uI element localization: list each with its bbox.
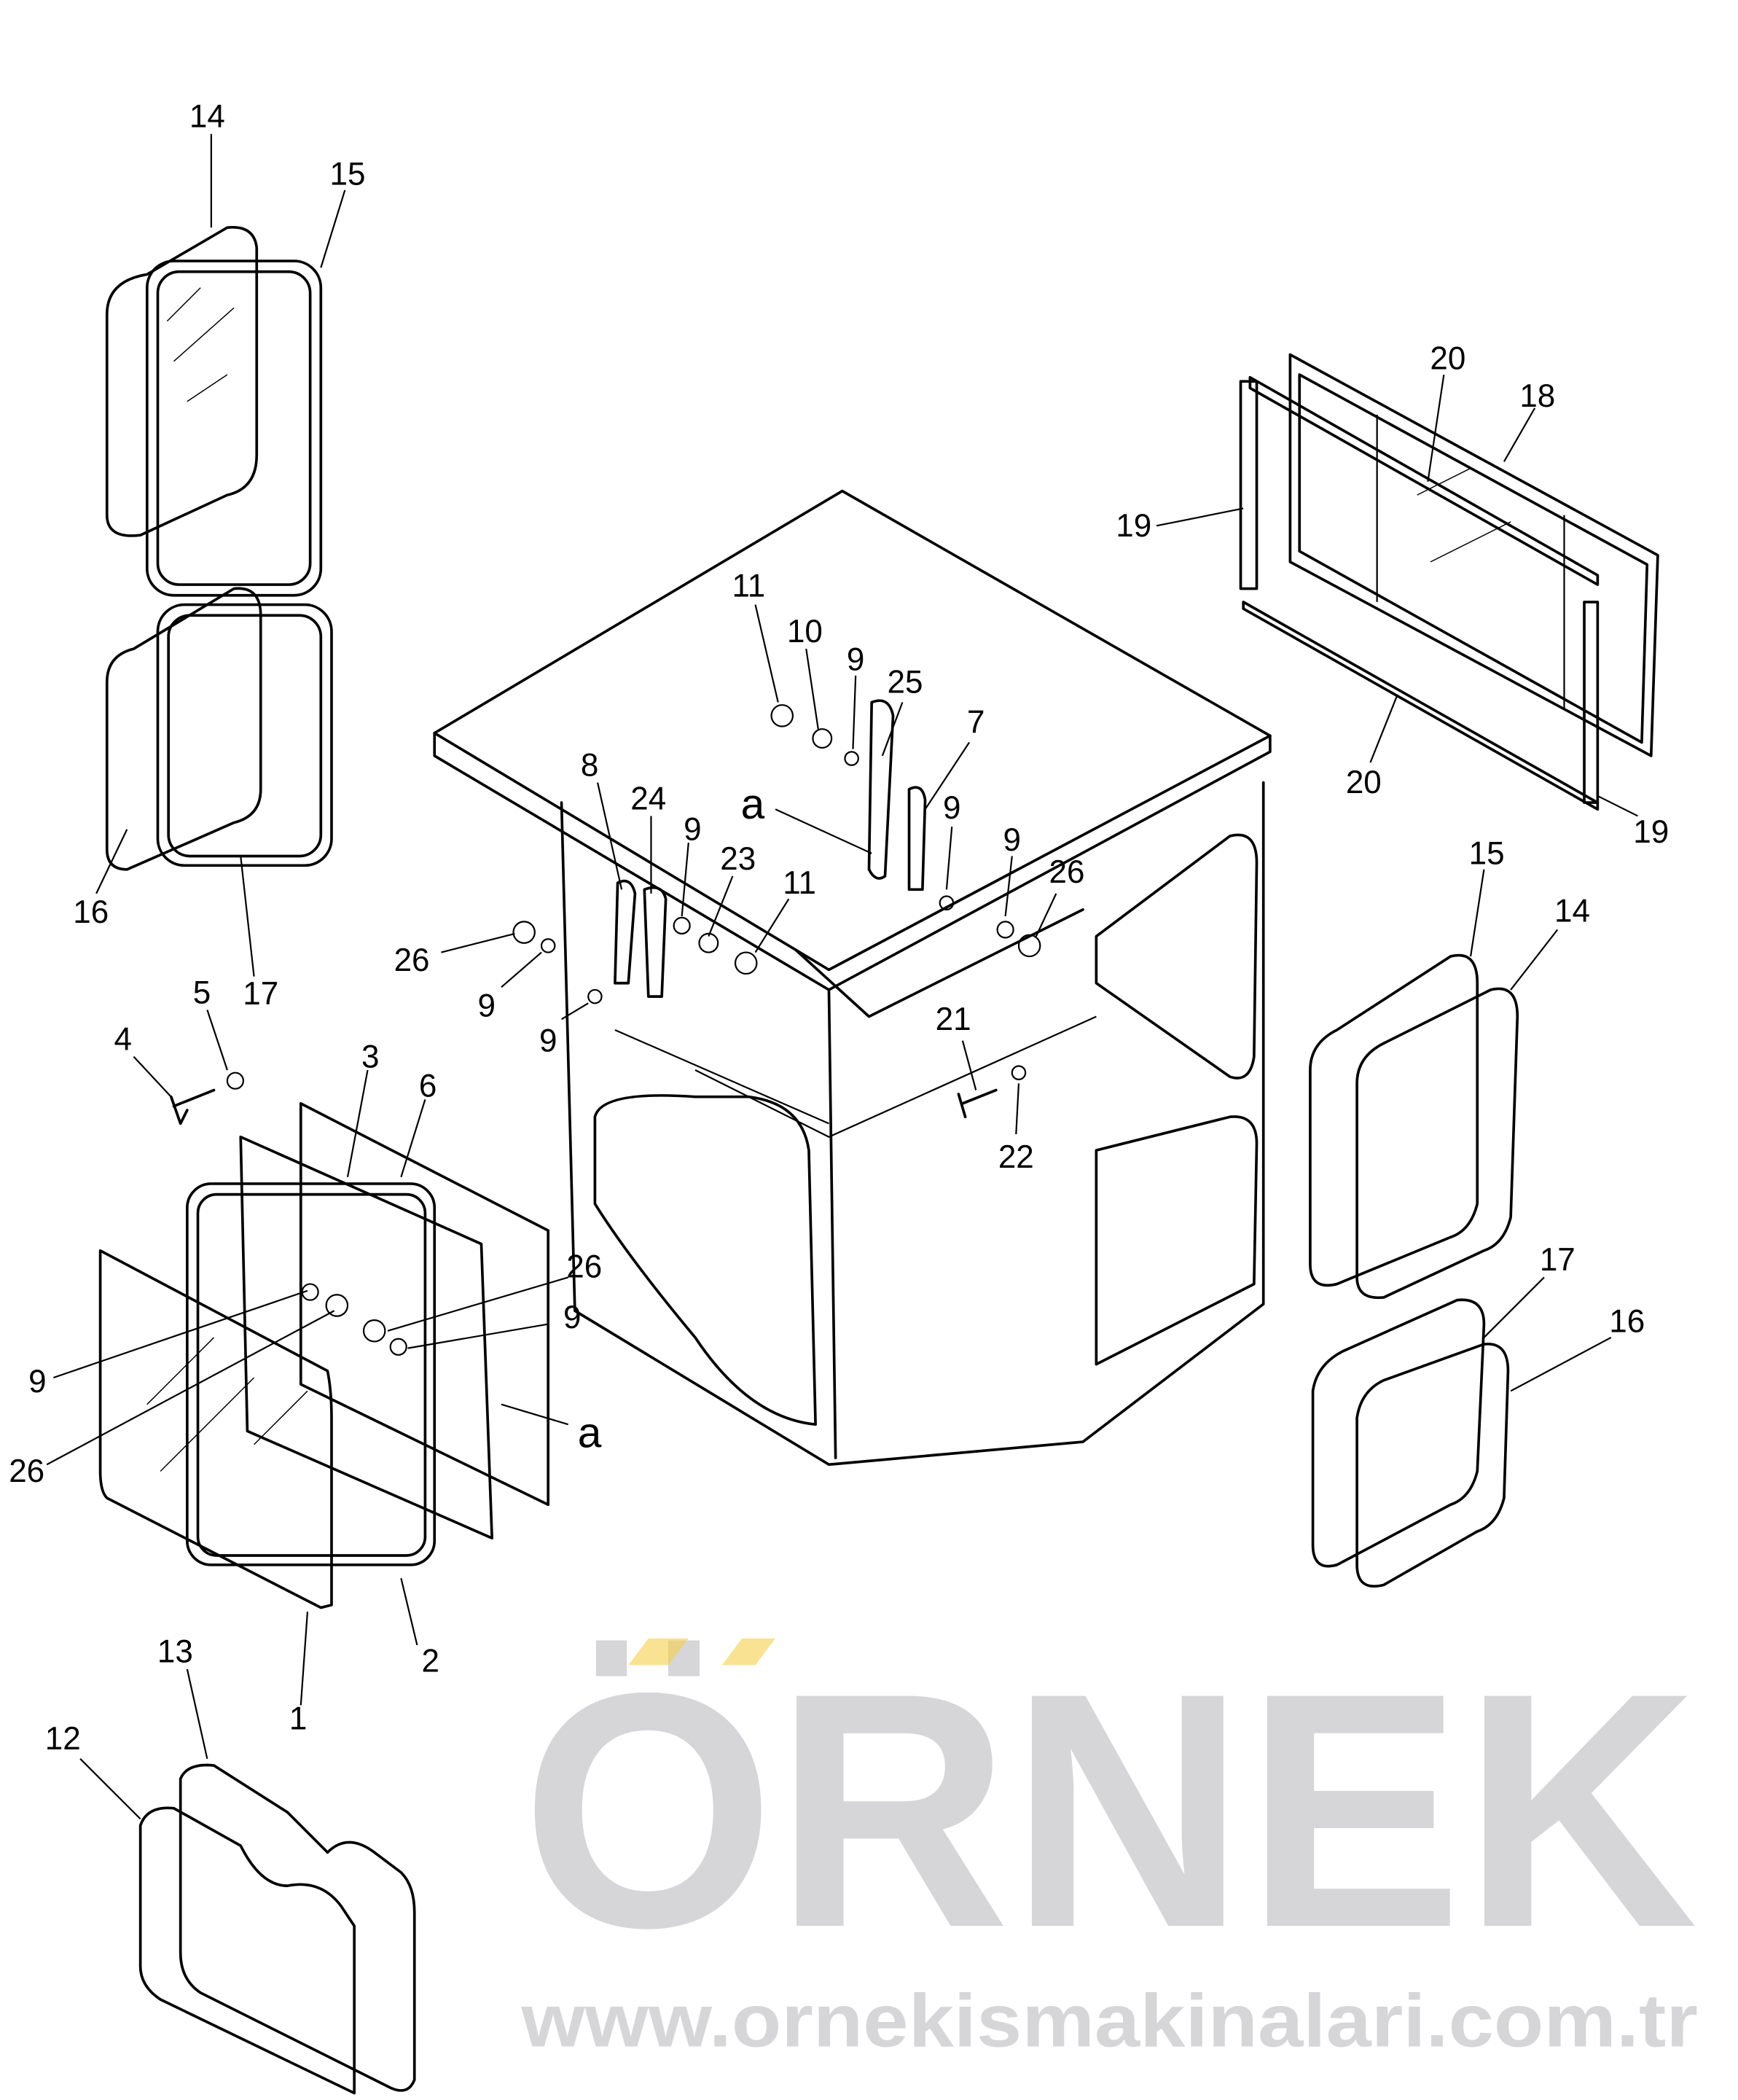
callout-11: 11 [732,569,766,604]
window-right-14-15 [1309,953,1519,1300]
watermark-accent-icon [628,1638,776,1666]
callout-24: 24 [630,781,666,816]
watermark-logo: ÖRNEK [522,1624,1698,1997]
callout-9: 9 [847,641,864,677]
callout-3: 3 [361,1039,379,1074]
callout-18: 18 [1519,378,1555,414]
callout-19: 19 [1116,508,1151,544]
callout-16: 16 [1609,1304,1645,1340]
callout-14: 14 [1554,893,1590,929]
callout-25: 25 [888,665,923,700]
callout-15: 15 [1469,835,1505,871]
callout-9: 9 [539,1023,557,1058]
callout-20: 20 [1346,765,1382,800]
callout-26: 26 [566,1249,602,1284]
window-18-19-20 [1239,353,1659,811]
callout-19: 19 [1633,814,1669,850]
callout-9: 9 [28,1364,46,1400]
callout-9: 9 [943,790,960,826]
hardware [169,699,1041,1125]
callout-21: 21 [936,1002,971,1037]
cab-body [433,489,1272,1467]
callout-9: 9 [478,988,496,1024]
callout-13: 13 [157,1634,193,1670]
callout-22: 22 [998,1139,1034,1175]
callout-23: 23 [720,841,756,877]
callout-26: 26 [1049,854,1085,890]
callout-10: 10 [787,614,823,649]
window-14-15 [105,226,323,597]
callout-17: 17 [243,976,278,1012]
callout-a: a [578,1409,602,1456]
callout-8: 8 [581,747,598,783]
callout-1: 1 [289,1701,307,1736]
callout-6: 6 [419,1069,437,1104]
callout-17: 17 [1540,1242,1575,1278]
callout-12: 12 [45,1721,81,1757]
callout-labels: 14 15 16 17 20 18 19 20 19 11 10 9 25 7 … [9,99,1669,1757]
callout-16: 16 [73,894,109,930]
callout-a: a [741,781,765,828]
window-right-16-17 [1311,1298,1510,1588]
callout-14: 14 [189,99,225,135]
window-16-17 [105,587,333,871]
callout-9: 9 [563,1300,581,1335]
callout-4: 4 [114,1022,132,1058]
callout-5: 5 [193,975,211,1010]
door-assembly [98,1102,550,1609]
callout-15: 15 [330,157,366,192]
window-12-13 [138,1763,416,2095]
callout-20: 20 [1430,341,1465,377]
callout-26: 26 [394,942,430,978]
leader-lines [46,133,1638,1820]
callout-26: 26 [9,1453,44,1489]
watermark-url: www.ornekismakinalari.com.tr [520,1978,1698,2062]
callout-2: 2 [422,1644,439,1679]
callout-9: 9 [1003,822,1021,858]
callout-11: 11 [783,865,816,901]
watermark: ÖRNEK www.ornekismakinalari.com.tr [520,1624,1698,2062]
callout-7: 7 [967,705,985,741]
callout-9: 9 [684,811,701,847]
